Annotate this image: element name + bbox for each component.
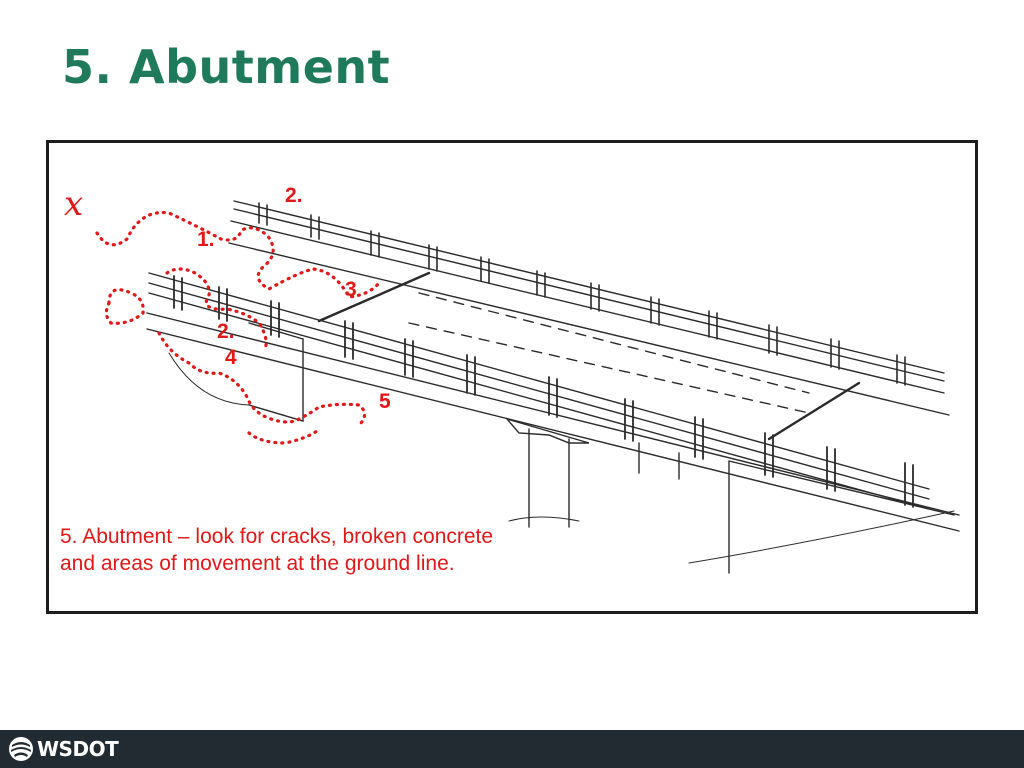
callout-3: 3 [345, 278, 357, 301]
callout-4: 4 [225, 346, 237, 369]
callout-1: 1. [197, 228, 215, 251]
callout-5: 5 [379, 390, 391, 413]
callout-2-top: 2. [285, 184, 303, 207]
figure-caption: 5. Abutment – look for cracks, broken co… [60, 525, 494, 575]
wsdot-logo: WSDOT [8, 736, 119, 762]
wsdot-emblem-icon [9, 737, 33, 761]
callout-2-mid: 2. [217, 320, 235, 343]
slide-title: 5. Abutment [62, 40, 391, 94]
bridge-illustration: 2. 1. 3 2. 4 5 x 5. Abutment – look for … [46, 140, 978, 614]
logo-text: WSDOT [37, 737, 119, 761]
x-mark: x [64, 184, 84, 224]
bridge-sketch [95, 200, 960, 574]
footer-bar: WSDOT [0, 730, 1024, 768]
